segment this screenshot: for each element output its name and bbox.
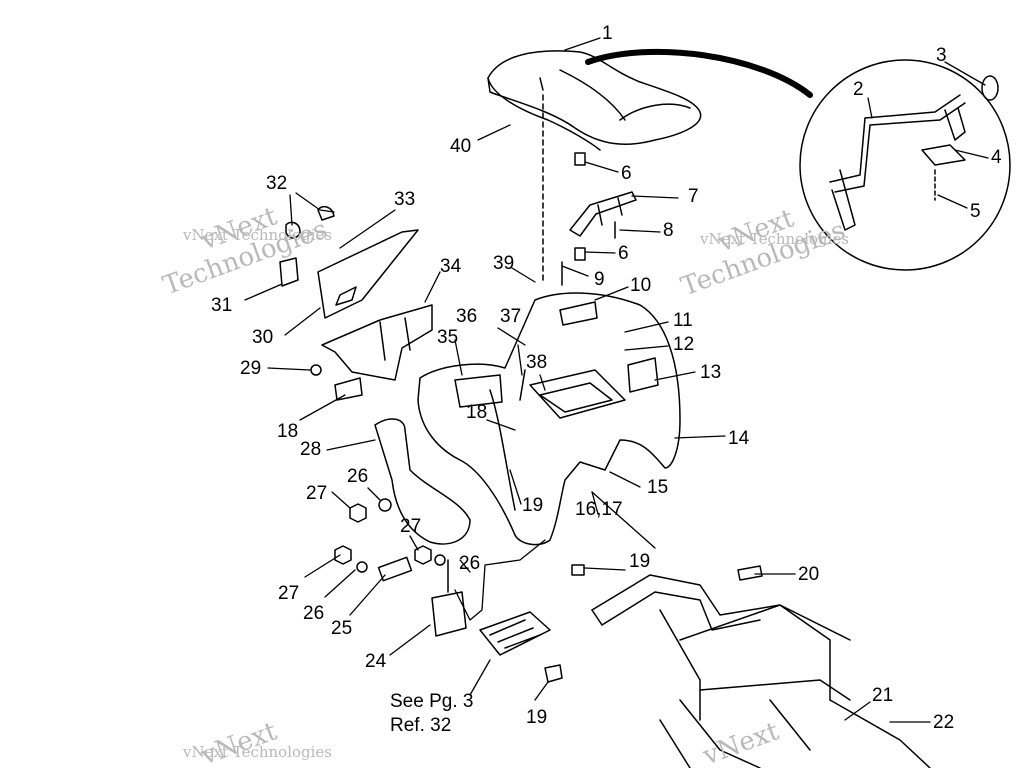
callout-label: 4 — [991, 147, 1002, 168]
callout-label: 33 — [394, 189, 416, 210]
callout-label: 25 — [331, 618, 353, 639]
leader-lines — [244, 37, 989, 723]
callout-label: 29 — [240, 358, 262, 379]
callout-label: 37 — [500, 306, 522, 327]
callout-label: 31 — [211, 295, 233, 316]
seat-latch-part — [829, 75, 999, 231]
callout-label: 22 — [933, 712, 955, 733]
bolt-part — [574, 152, 586, 261]
callout-label: 15 — [647, 477, 669, 498]
rear-fender-part — [417, 292, 681, 546]
callout-label: 2 — [853, 79, 864, 100]
callout-label: 26 — [303, 603, 325, 624]
callout-label: 1 — [602, 23, 613, 44]
callout-label: 34 — [440, 256, 462, 277]
callout-label: 27 — [306, 483, 328, 504]
callout-label: 35 — [437, 327, 459, 348]
callout-label: 20 — [798, 564, 820, 585]
callout-label: 11 — [673, 310, 693, 331]
callout-label: 21 — [872, 685, 894, 706]
callout-label: 26 — [459, 553, 481, 574]
callout-label: 27 — [278, 583, 300, 604]
cross-reference-note: See Pg. 3 Ref. 32 — [390, 690, 473, 738]
callout-label: 18 — [466, 402, 488, 423]
callout-label: 27 — [400, 516, 422, 537]
callout-label: 12 — [673, 334, 695, 355]
watermark-text: vNext Technologies — [183, 226, 333, 244]
watermark-text: vNext Technologies — [183, 743, 333, 761]
callout-label: 39 — [493, 253, 515, 274]
callout-label: 6 — [618, 243, 629, 264]
callout-label: 7 — [688, 186, 699, 207]
side-cover-part — [279, 205, 419, 319]
callout-label: 10 — [630, 275, 652, 296]
note-line: See Pg. 3 — [390, 691, 474, 712]
mud-flap-part — [374, 418, 471, 545]
callout-label: 28 — [300, 439, 322, 460]
callout-label: 19 — [522, 495, 544, 516]
callout-label: 26 — [347, 466, 369, 487]
callout-label: 36 — [456, 306, 478, 327]
callout-label: 19 — [629, 551, 651, 572]
callout-label: 5 — [970, 201, 981, 222]
callout-label: 24 — [365, 651, 387, 672]
bolt-part — [571, 564, 585, 576]
callout-label: 30 — [252, 327, 274, 348]
detail-circle — [799, 59, 1011, 271]
bracket-part — [569, 191, 637, 237]
callout-label: 40 — [450, 136, 472, 157]
callout-label: 9 — [594, 269, 605, 290]
callout-label: 32 — [266, 173, 288, 194]
hardware-part — [334, 498, 446, 582]
frame-part — [591, 565, 931, 768]
callout-label: 16,17 — [575, 499, 623, 520]
seat-part — [487, 50, 702, 151]
callout-label: 14 — [728, 428, 750, 449]
callout-label: 13 — [700, 362, 722, 383]
callout-label: 8 — [663, 220, 674, 241]
footrest-part — [479, 611, 563, 683]
nut-part — [310, 364, 322, 376]
license-plate-bracket-part — [431, 591, 467, 637]
tray-part — [321, 304, 433, 401]
watermark-text: vNext Technologies — [700, 230, 850, 248]
callout-label: 19 — [526, 707, 548, 728]
callout-label: 38 — [526, 352, 548, 373]
callout-label: 6 — [621, 163, 632, 184]
note-line: Ref. 32 — [390, 714, 452, 736]
callout-label: 18 — [277, 421, 299, 442]
callout-label: 3 — [936, 45, 947, 66]
